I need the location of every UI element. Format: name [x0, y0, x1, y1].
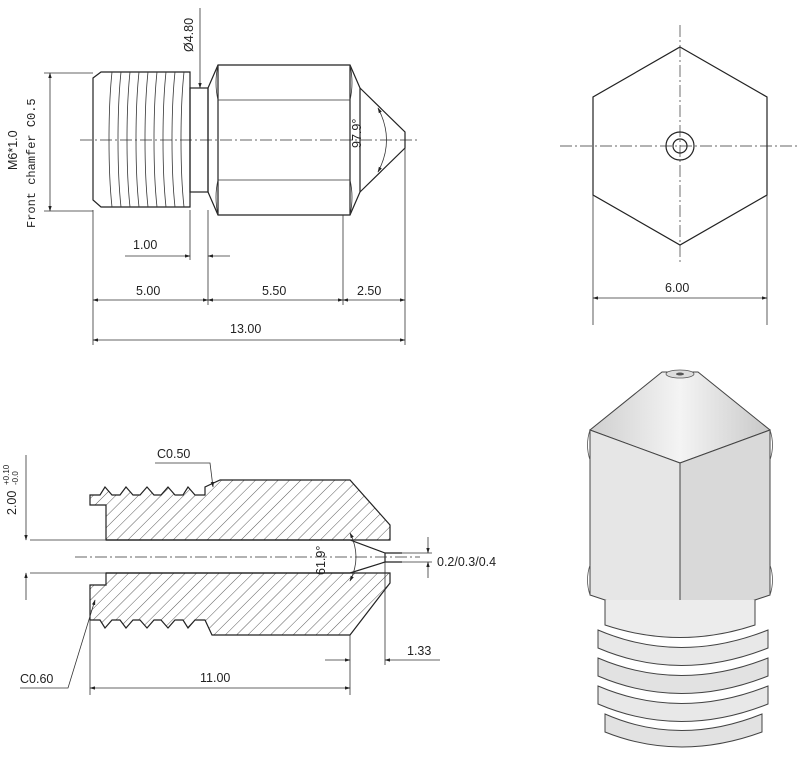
- front-hex: [207, 64, 361, 216]
- render-hex-face-right: [679, 429, 771, 626]
- front-thread: [92, 71, 191, 208]
- section-bore-tol-lower: -0.0: [11, 471, 20, 485]
- render-hex-face-left: [589, 429, 681, 626]
- section-bore: [106, 539, 386, 574]
- section-chamfer-bottom-leader: [20, 599, 96, 689]
- section-chamfer-bottom: C0.60: [20, 672, 53, 686]
- front-tip-cone: [359, 87, 406, 193]
- section-lower-half: [89, 572, 391, 636]
- render-groove: [604, 600, 756, 638]
- front-diameter-label: Ø4.80: [182, 18, 196, 52]
- side-inner-circle: [672, 138, 688, 154]
- section-chamfer-top-leader: [155, 462, 215, 488]
- nozzle-3d-render: [587, 369, 773, 748]
- section-dim-depth: 11.00: [200, 671, 230, 685]
- section-chamfer-top: C0.50: [157, 447, 190, 461]
- front-thread-label: M6*1.0: [6, 130, 20, 170]
- section-nozzle-label: 0.2/0.3/0.4: [437, 555, 496, 569]
- section-bore-label: 2.00: [5, 491, 19, 515]
- render-tip-orifice: [676, 372, 684, 376]
- side-dim-width: 6.00: [665, 281, 689, 295]
- front-angle-label: 97.9°: [350, 119, 364, 148]
- section-angle-label: 61.9°: [314, 546, 328, 575]
- render-threads: [597, 629, 769, 748]
- front-dim-groove: 1.00: [133, 238, 157, 252]
- section-upper-half: [89, 479, 391, 541]
- side-view: 6.00: [560, 25, 800, 325]
- front-dim-total: 13.00: [230, 322, 261, 336]
- section-view: 61.9° C0.50 2.00 +0.10 -0.0 0.2/0.3/0.4 …: [2, 447, 496, 695]
- front-dim-tip: 2.50: [357, 284, 381, 298]
- front-chamfer-label: Front chamfer C0.5: [25, 98, 39, 228]
- side-outer-circle: [665, 131, 695, 161]
- front-dim-hex: 5.50: [262, 284, 286, 298]
- front-angle-arc: [377, 107, 387, 173]
- section-angle-arc: [349, 532, 357, 582]
- section-dim-tip-length: 1.33: [407, 644, 431, 658]
- front-dim-thread: 5.00: [136, 284, 160, 298]
- front-view: 97.9° Ø4.80 M6*1.0 Front chamfer C0.5 1.…: [6, 8, 420, 345]
- section-bore-tol-upper: +0.10: [2, 464, 11, 485]
